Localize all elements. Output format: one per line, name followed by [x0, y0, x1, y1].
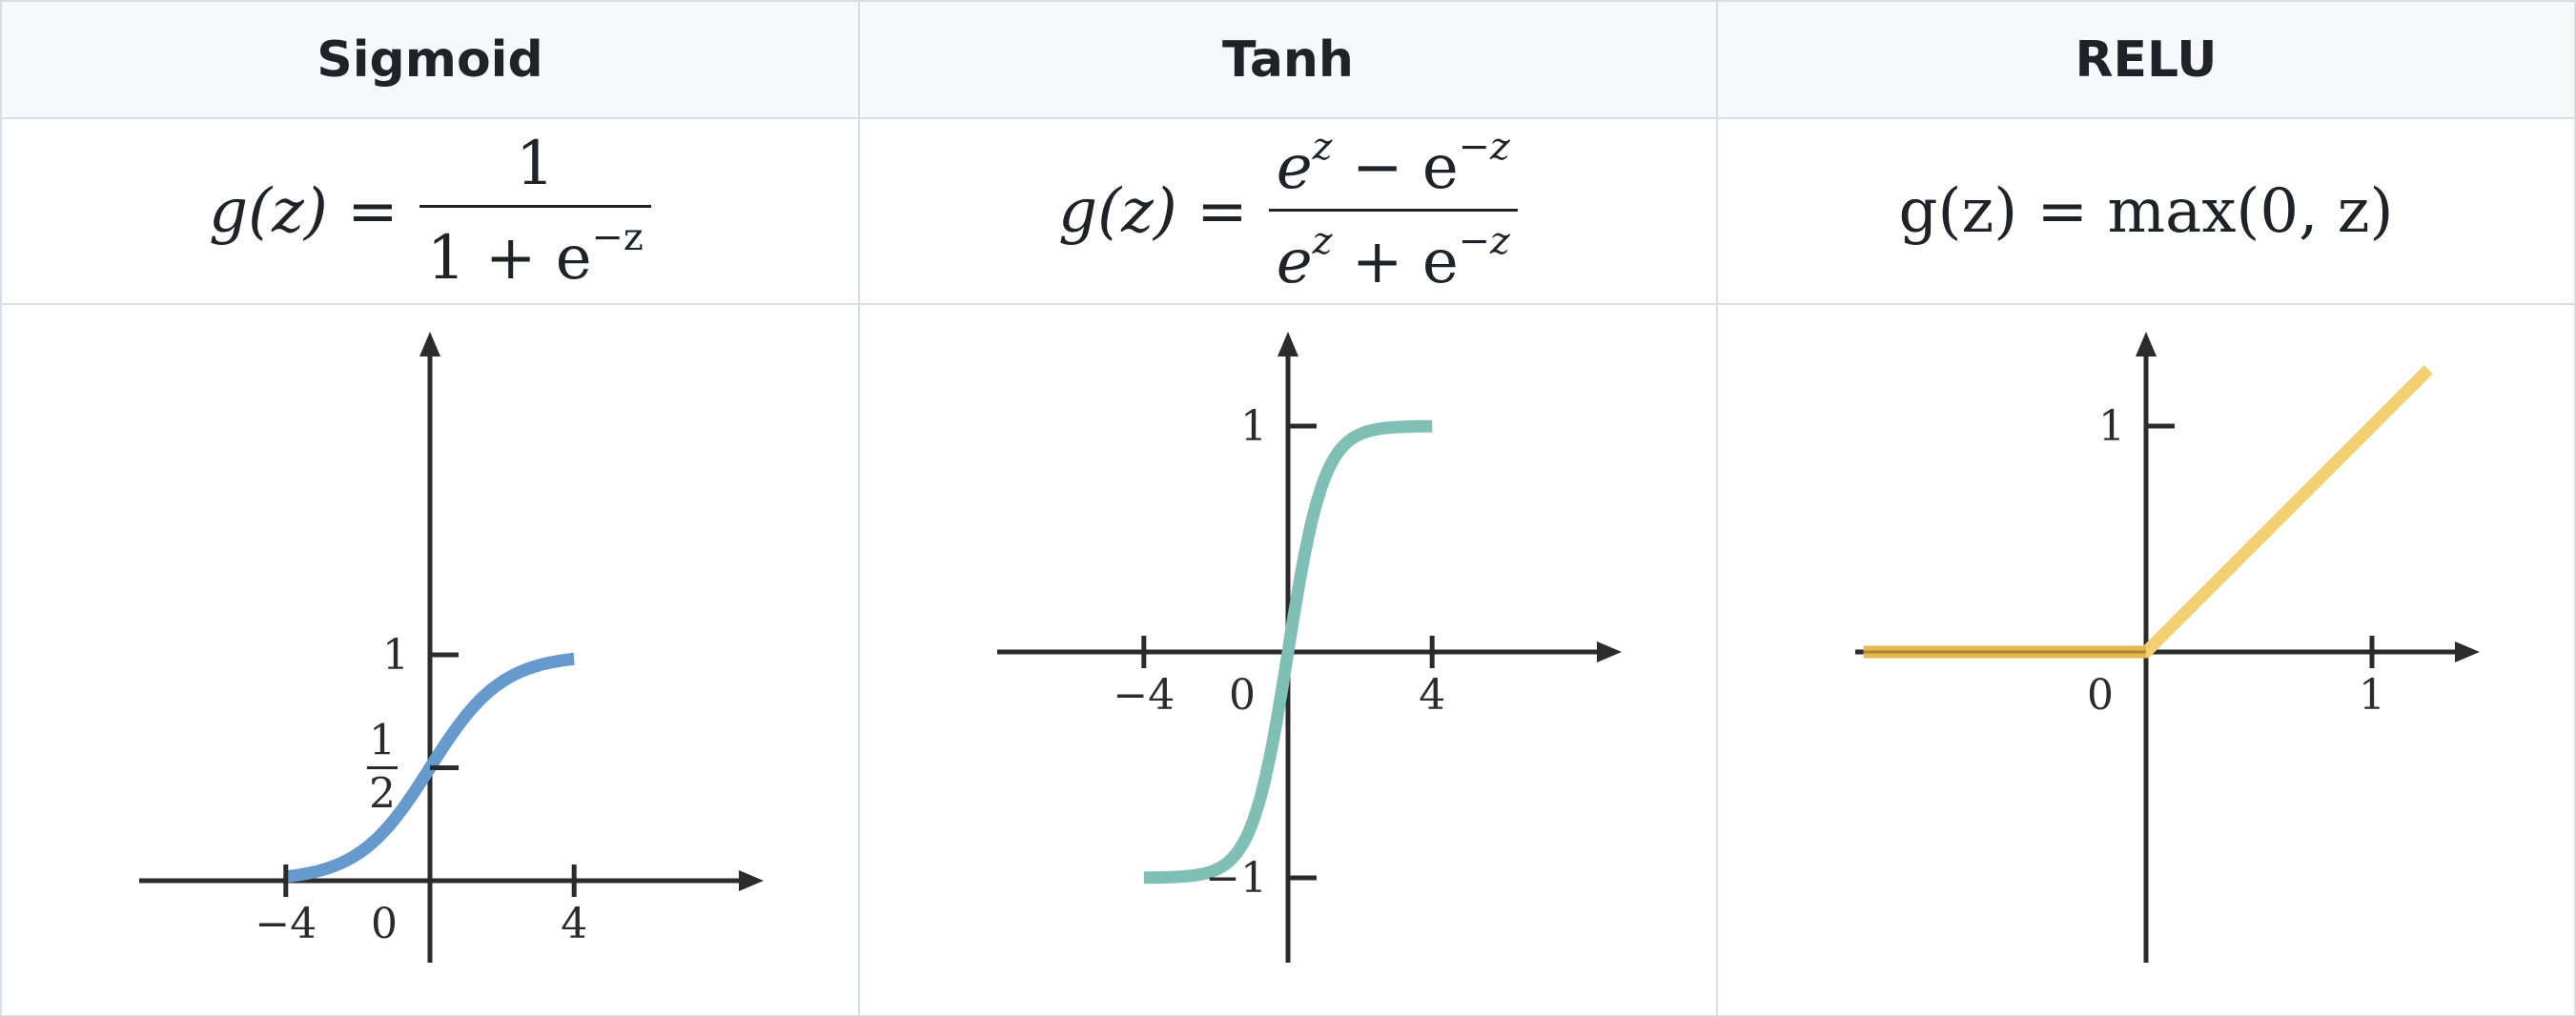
denominator: 1 + e−z: [419, 205, 651, 294]
y-tick-label: 1: [1240, 402, 1267, 451]
x-axis-arrow: [2455, 641, 2480, 662]
formula-cell-sigmoid: g(z) = 1 1 + e−z: [0, 117, 860, 305]
formula-tanh: g(z) = ez − e−z ez + e−z: [1058, 125, 1518, 297]
x-axis-arrow: [739, 870, 764, 891]
formula-sigmoid: g(z) = 1 1 + e−z: [209, 129, 651, 294]
num-minus-e: − e: [1332, 132, 1459, 203]
y-tick-label-numerator: 1: [369, 717, 396, 765]
curve-tanh: [1138, 419, 1438, 885]
relu-plot: 0 1 1: [1855, 332, 2480, 963]
header-relu: RELU: [1716, 0, 2576, 119]
formula-lhs: g(z) =: [1058, 175, 1248, 247]
x-tick-label: 4: [1419, 671, 1445, 720]
y-axis-arrow: [2136, 332, 2157, 356]
num-exp2: −z: [1458, 125, 1510, 170]
num-e1: e: [1276, 132, 1313, 203]
x-tick-label: 0: [2087, 671, 2114, 720]
y-axis-arrow: [419, 332, 440, 356]
tanh-plot: −4 0 4 1 −1: [997, 332, 1622, 963]
numerator: ez − e−z: [1269, 125, 1518, 209]
x-tick-label: −4: [255, 900, 317, 948]
y-tick-label: −1: [1205, 854, 1267, 903]
den-exp2: −z: [1458, 219, 1510, 263]
formula-relu: g(z) = max(0, z): [1898, 175, 2394, 247]
sigmoid-plot: −4 0 4 1 1 2: [139, 332, 764, 963]
numerator: 1: [515, 129, 555, 200]
header-sigmoid: Sigmoid: [0, 0, 860, 119]
y-tick-label: 1: [2098, 402, 2125, 451]
x-tick-label: 4: [561, 900, 587, 948]
formula-cell-tanh: g(z) = ez − e−z ez + e−z: [858, 117, 1718, 305]
x-tick-label: −4: [1113, 671, 1175, 720]
plot-row: −4 0 4 1 1 2 −4 0 4 1 −1 0 1 1: [0, 303, 2576, 1017]
header-tanh: Tanh: [858, 0, 1718, 119]
den-e1: e: [1276, 226, 1313, 297]
y-tick-label-denominator: 2: [369, 770, 396, 819]
fraction: ez − e−z ez + e−z: [1268, 125, 1518, 297]
den-exponent: −z: [591, 215, 644, 260]
den-text: 1 + e: [426, 222, 592, 294]
y-axis-arrow: [1278, 332, 1298, 356]
plot-cell-tanh: −4 0 4 1 −1: [858, 303, 1718, 1017]
num-exp1: z: [1312, 125, 1333, 170]
plot-cell-relu: 0 1 1: [1716, 303, 2576, 1017]
y-tick-label: 1: [382, 631, 409, 680]
fraction: 1 1 + e−z: [419, 129, 651, 294]
formula-lhs: g(z) =: [209, 175, 399, 247]
den-exp1: z: [1312, 219, 1333, 263]
header-row: Sigmoid Tanh RELU: [0, 0, 2576, 119]
den-plus-e: + e: [1332, 226, 1459, 297]
plot-cell-sigmoid: −4 0 4 1 1 2: [0, 303, 860, 1017]
formula-cell-relu: g(z) = max(0, z): [1716, 117, 2576, 305]
x-tick-label: 1: [2359, 671, 2385, 720]
x-axis-arrow: [1597, 641, 1622, 662]
formula-row: g(z) = 1 1 + e−z g(z) = ez − e−z ez + e−…: [0, 117, 2576, 305]
x-tick-label: 0: [371, 900, 398, 948]
denominator: ez + e−z: [1268, 209, 1518, 297]
x-tick-label: 0: [1229, 671, 1256, 720]
